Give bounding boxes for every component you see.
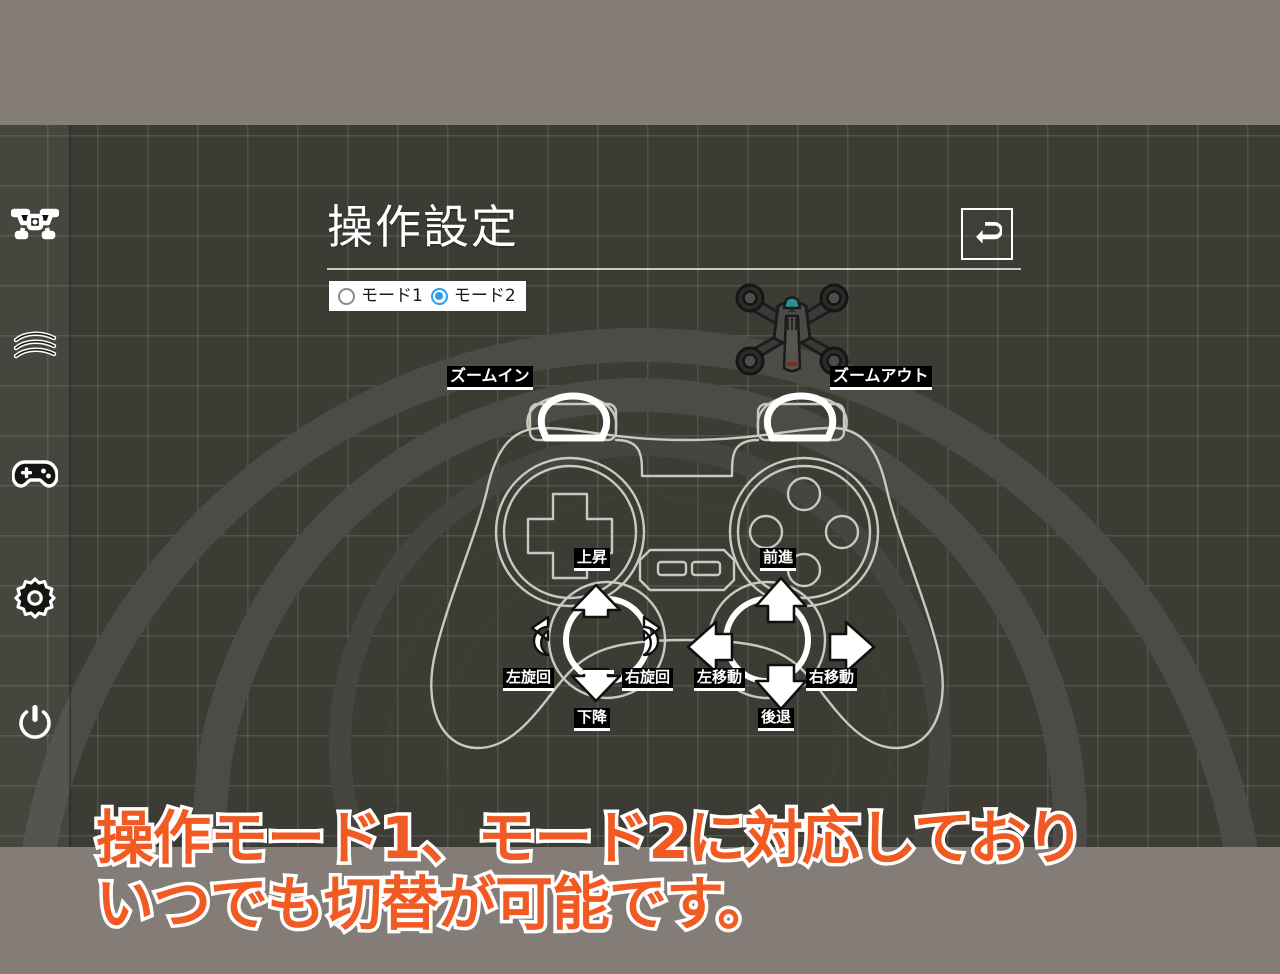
mode-selector[interactable]: モード1 モード2 (329, 281, 526, 311)
label-descend: 下降 (574, 708, 611, 731)
radio-unselected-icon[interactable] (338, 287, 355, 305)
drone-icon (11, 208, 59, 240)
caption-line-1: 操作モード1、モード2に対応しており (92, 802, 1087, 874)
caption-line-2: いつでも切替が可能です。 (92, 868, 778, 940)
caption-text: 操作モード1、モード2に対応しており いつでも切替が可能です。 (92, 802, 1087, 940)
wind-icon (13, 331, 57, 359)
return-arrow-icon (976, 222, 1002, 244)
label-move-left: 左移動 (694, 668, 746, 691)
gear-icon (14, 577, 56, 619)
radio-selected-icon[interactable] (430, 287, 448, 305)
main-stage (0, 125, 1280, 847)
label-zoom-out: ズームアウト (830, 366, 932, 390)
label-backward: 後退 (758, 708, 795, 731)
label-rotate-left: 左旋回 (503, 668, 555, 691)
bottom-chrome-band (0, 847, 1280, 974)
sidebar-item-wind[interactable] (0, 313, 70, 383)
power-icon (19, 705, 51, 739)
title-divider (327, 268, 1021, 270)
label-zoom-in: ズームイン (447, 366, 533, 390)
sidebar-item-settings[interactable] (0, 563, 70, 633)
label-ascend: 上昇 (574, 548, 611, 571)
sidebar-strip-background (0, 125, 70, 847)
sidebar-item-power[interactable] (0, 688, 70, 758)
label-move-right: 右移動 (806, 668, 858, 691)
top-chrome-band (0, 0, 1280, 125)
mode-option-2-label: モード2 (453, 285, 516, 306)
back-button[interactable] (961, 208, 1013, 260)
sidebar-item-gamepad[interactable] (0, 438, 70, 508)
sidebar-divider (69, 125, 71, 847)
label-forward: 前進 (760, 548, 797, 571)
mode-option-1-label: モード1 (361, 285, 423, 306)
sidebar (0, 125, 70, 847)
drone-illustration (735, 283, 849, 376)
page-title: 操作設定 (327, 200, 519, 254)
mode-option-2[interactable]: モード2 (430, 285, 516, 306)
background-arcs (22, 328, 1258, 847)
mode-option-1[interactable]: モード1 (338, 285, 423, 306)
controller-diagram (430, 392, 944, 750)
label-rotate-right: 右旋回 (622, 668, 674, 691)
sidebar-item-drone[interactable] (0, 188, 70, 258)
gamepad-icon (12, 460, 58, 488)
